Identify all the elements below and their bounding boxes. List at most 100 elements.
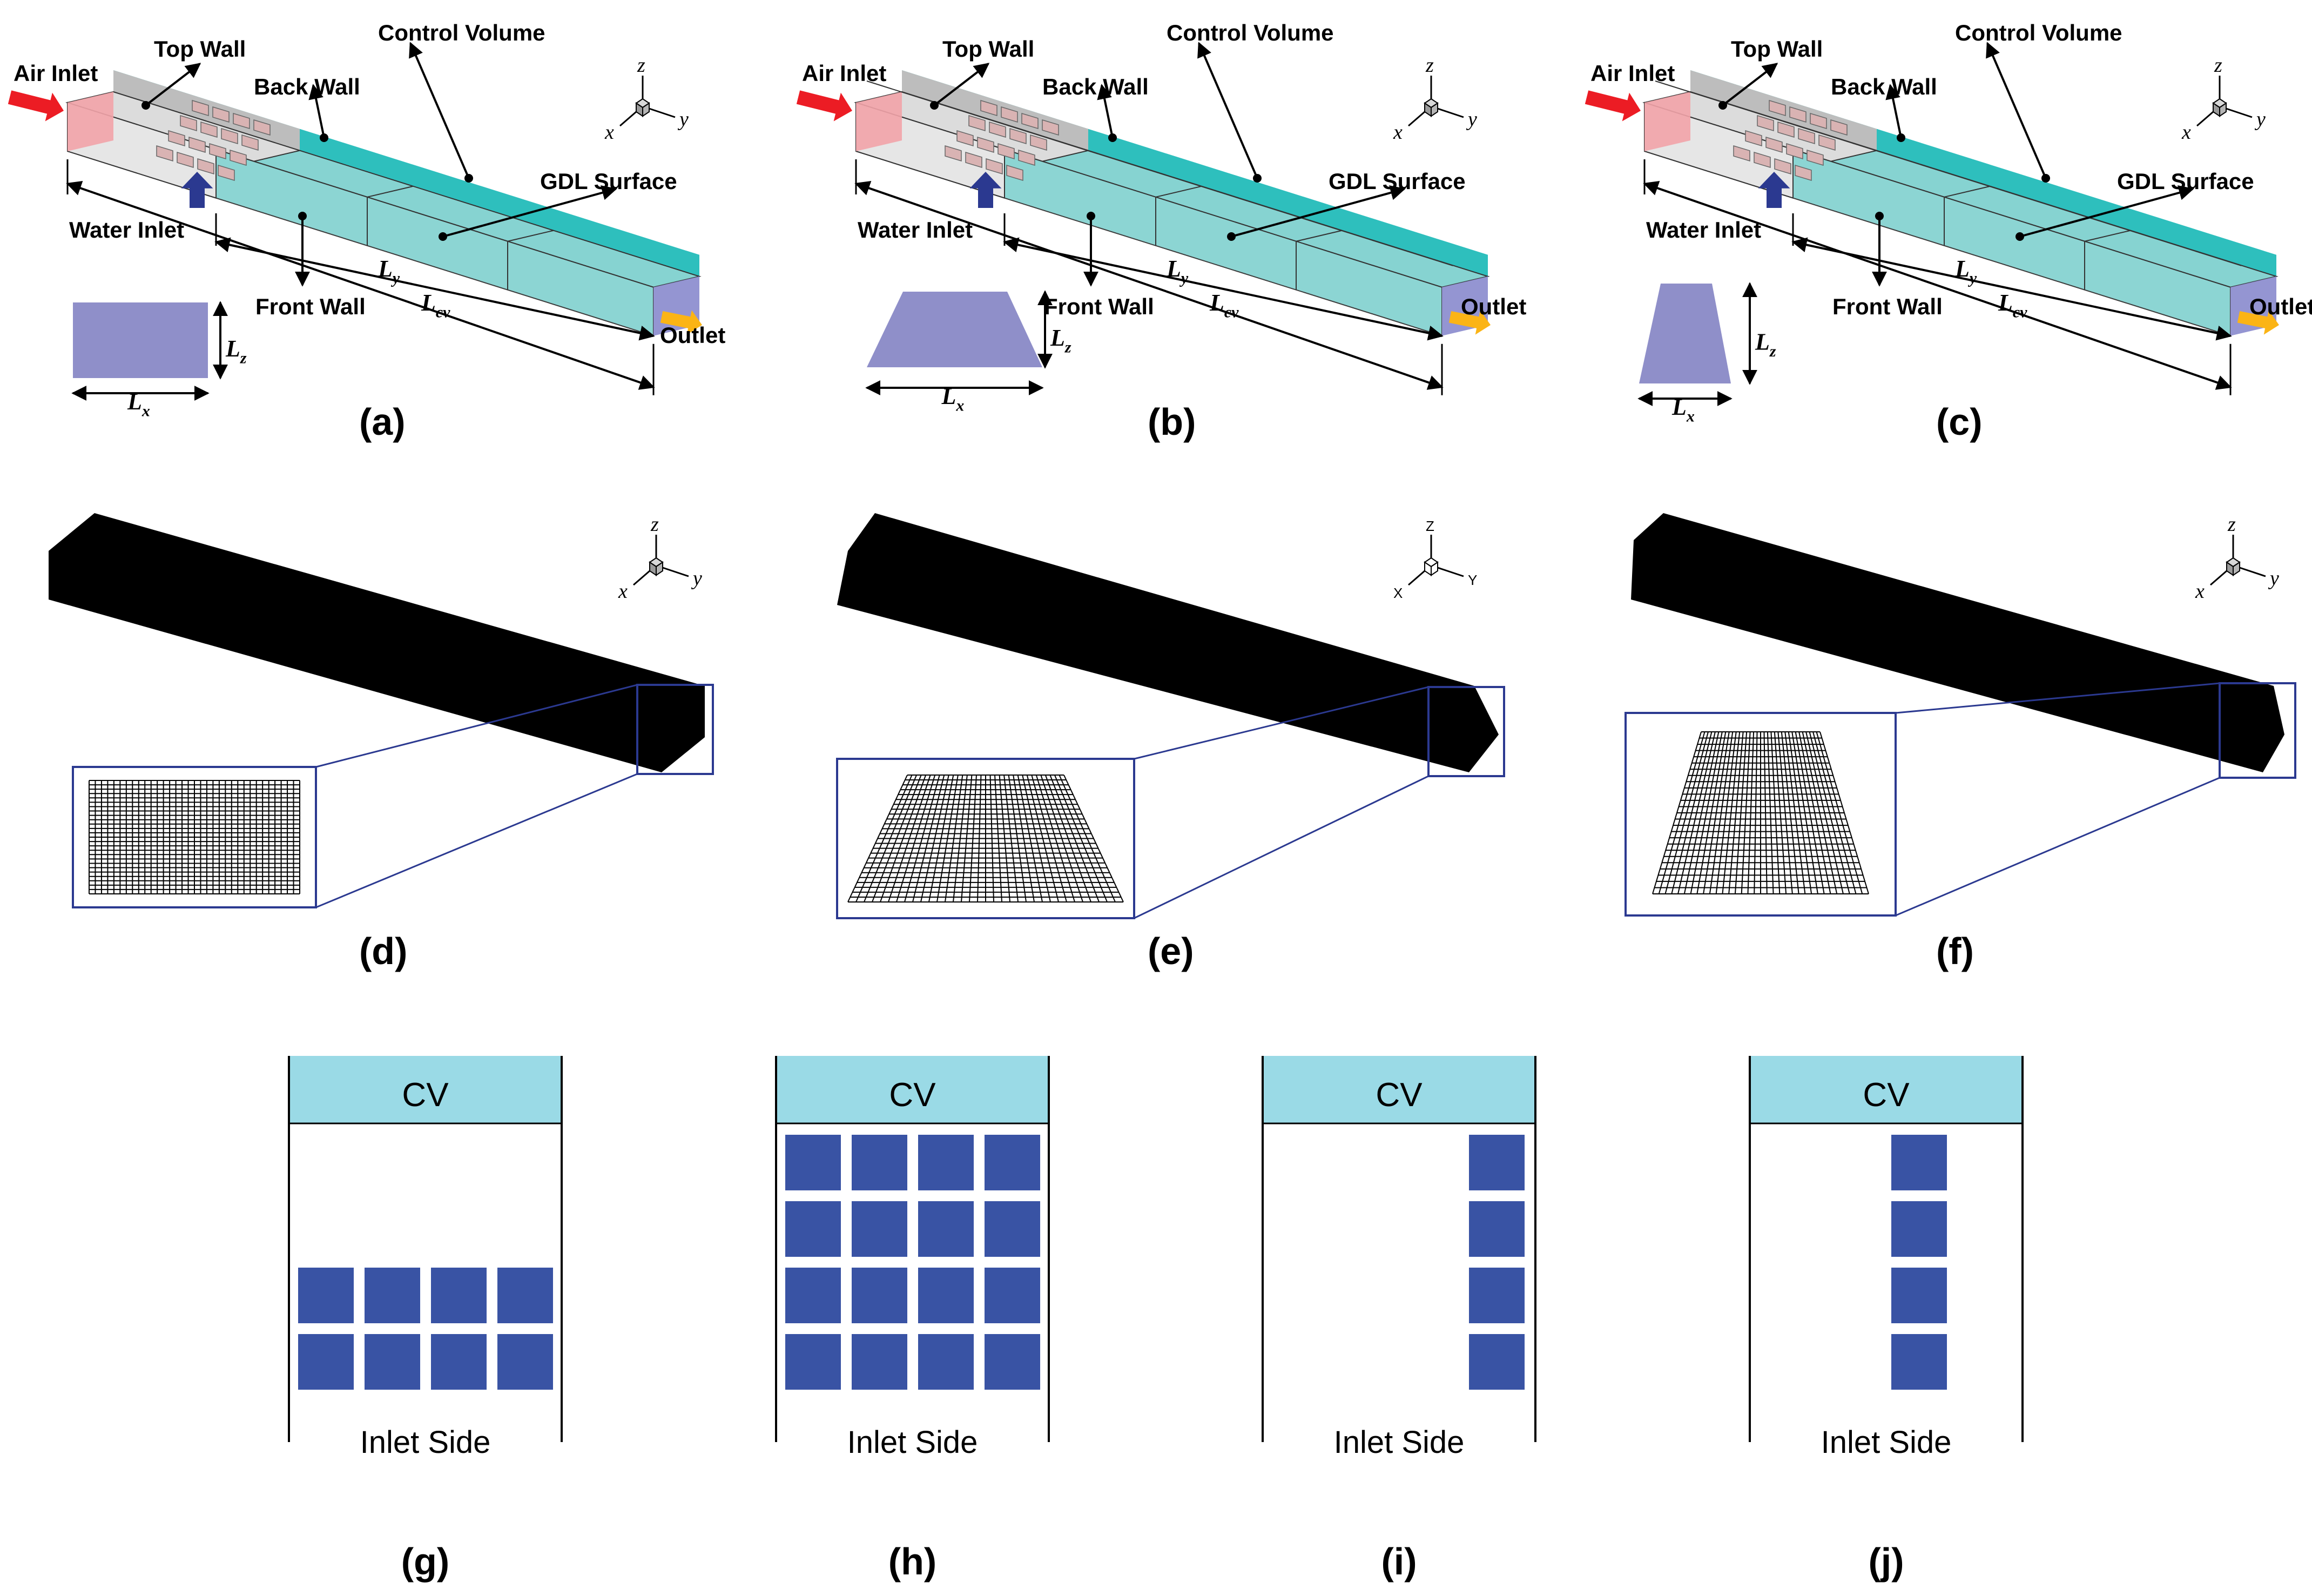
water-inlet-pore — [1469, 1268, 1525, 1323]
cv-header — [1263, 1056, 1535, 1123]
front-wall-label: Front Wall — [1832, 294, 1943, 319]
cv-header — [289, 1056, 562, 1123]
y-axis-label: y — [1466, 108, 1477, 131]
axis-cube-icon — [635, 98, 650, 117]
water-inlet-pore — [852, 1135, 907, 1190]
water-inlet-pore — [918, 1268, 974, 1323]
inlet-face — [1644, 92, 1690, 151]
zoom-connector — [315, 773, 638, 908]
x-axis-line — [633, 570, 650, 586]
back-wall-leader — [1097, 84, 1117, 142]
water-inlet-pore — [785, 1268, 841, 1323]
water-droplet-array — [1733, 99, 1848, 181]
mesh-panels: zyx(d)ZYX(e)zyx(f) — [49, 513, 2296, 972]
inlet-side-label: Inlet Side — [1334, 1425, 1465, 1460]
y-axis-line — [1437, 567, 1464, 577]
ly-label: Ly — [378, 255, 400, 287]
water-inlet-pore — [298, 1268, 354, 1323]
y-axis-line — [2226, 107, 2253, 118]
x-axis-label: x — [2195, 580, 2205, 603]
lz-label: Lz — [1050, 325, 1071, 356]
control-volume-leader — [409, 42, 473, 183]
axis-cube-icon — [2212, 98, 2227, 117]
y-axis-line — [649, 107, 676, 118]
meshed-channel-body — [1631, 513, 2284, 772]
outlet-arrow — [1448, 310, 1491, 335]
cross-section-shape — [867, 292, 1042, 367]
y-axis-label: Y — [1468, 572, 1477, 588]
top-wall-label: Top Wall — [942, 36, 1034, 62]
zoom-region-box — [636, 684, 714, 775]
y-axis-line — [662, 567, 689, 577]
water-inlet-pore — [785, 1135, 841, 1190]
control-volume-leader — [1197, 42, 1262, 183]
air-inlet-label: Air Inlet — [14, 60, 98, 86]
water-inlet-pore — [918, 1135, 974, 1190]
lcv-label-subscript: cv — [2013, 303, 2027, 321]
cv-label: CV — [1863, 1076, 1910, 1114]
lz-label-subscript: z — [240, 349, 247, 367]
water-inlet-pore — [785, 1334, 841, 1390]
water-inlet-pore — [1469, 1334, 1525, 1390]
water-inlet-label: Water Inlet — [69, 217, 184, 243]
panel-caption: (b) — [1148, 401, 1196, 443]
outlet-label: Outlet — [660, 322, 725, 348]
panel-caption: (c) — [1936, 401, 1983, 443]
z-axis-label: z — [2214, 54, 2222, 77]
water-inlet-label: Water Inlet — [1646, 217, 1761, 243]
zoom-connector — [1895, 777, 2220, 917]
cross-section-shape — [1639, 284, 1731, 383]
cross-section-shape — [73, 302, 208, 378]
water-inlet-pore — [431, 1268, 487, 1323]
axis-cube-icon — [1424, 98, 1439, 117]
top-wall-leader — [930, 63, 990, 110]
ly-label-subscript: y — [391, 269, 400, 287]
lz-label-subscript: z — [1769, 342, 1776, 360]
air-inlet-label: Air Inlet — [1590, 60, 1675, 86]
lz-label: Lz — [225, 335, 247, 367]
water-inlet-pore — [918, 1201, 974, 1257]
y-axis-line — [2239, 567, 2266, 577]
water-inlet-pore — [1891, 1135, 1947, 1190]
panel-caption: (g) — [401, 1540, 449, 1582]
front-wall-label: Front Wall — [1044, 294, 1154, 319]
x-axis-line — [1408, 570, 1425, 586]
lx-label: Lx — [1671, 394, 1695, 425]
water-inlet-pore — [1469, 1135, 1525, 1190]
zoom-connector — [315, 684, 638, 768]
mesh-grid — [1652, 731, 1869, 894]
outlet-arrow — [2237, 310, 2279, 335]
back-wall-leader — [1885, 84, 1905, 142]
mesh-panel: zyx(f) — [1625, 513, 2296, 972]
z-axis-label: Z — [1426, 518, 1434, 534]
z-axis-label: z — [650, 513, 659, 536]
top-wall-leader — [141, 63, 201, 110]
water-inlet-pore — [852, 1268, 907, 1323]
z-axis-label: z — [2227, 513, 2236, 536]
y-axis-label: y — [2268, 567, 2279, 590]
y-axis-line — [1437, 107, 1464, 118]
x-axis-label: x — [604, 121, 614, 144]
cv-header — [1750, 1056, 2023, 1123]
axis-cube-icon — [649, 557, 664, 576]
water-inlet-pore — [365, 1334, 420, 1390]
lx-label-subscript: x — [1686, 407, 1695, 425]
air-inlet-arrow — [1585, 90, 1641, 122]
lcv-label: Lcv — [1998, 289, 2027, 321]
outlet-arrow — [660, 310, 702, 335]
control-volume-label: Control Volume — [1955, 20, 2122, 45]
inlet-face — [68, 92, 113, 151]
mesh-panel: zyx(d) — [49, 513, 714, 972]
cv-label: CV — [402, 1076, 449, 1114]
lx-label: Lx — [941, 383, 965, 414]
water-inlet-pore — [1891, 1268, 1947, 1323]
x-axis-label: x — [2181, 121, 2191, 144]
outlet-label: Outlet — [2249, 294, 2312, 319]
top-wall-label: Top Wall — [154, 36, 246, 62]
panel-caption: (a) — [359, 401, 406, 443]
lx-label-subscript: x — [955, 396, 964, 414]
control-volume-label: Control Volume — [378, 20, 545, 45]
